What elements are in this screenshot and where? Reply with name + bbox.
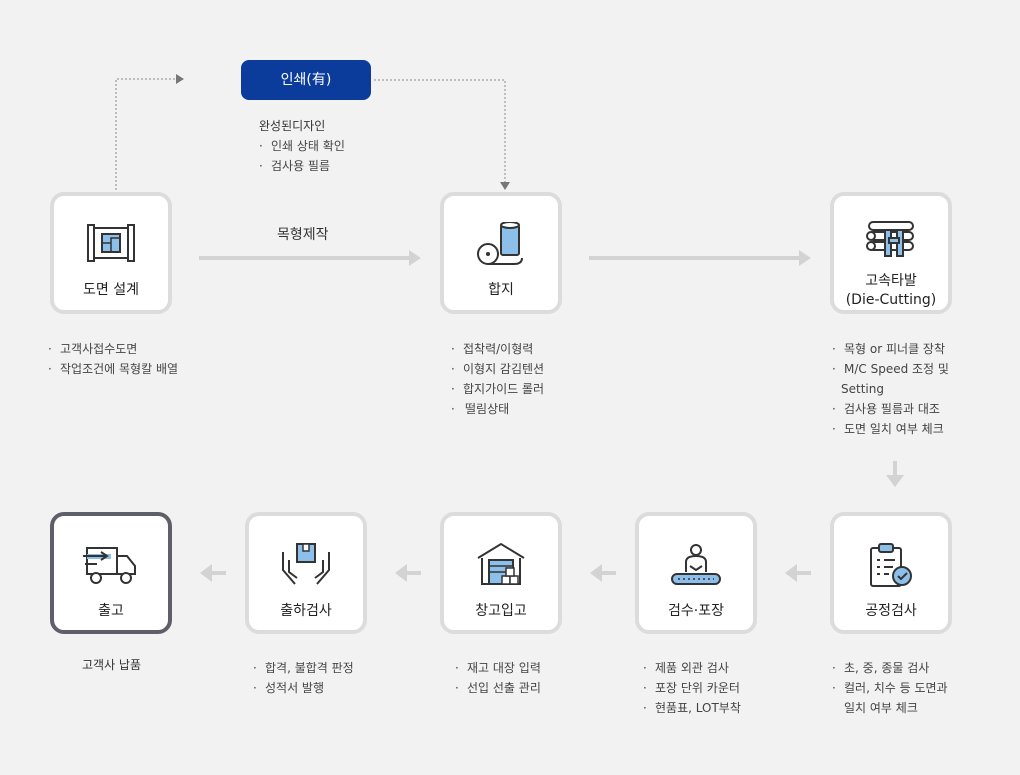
- blueprint-icon: [87, 224, 135, 262]
- hands-box-icon: [282, 543, 330, 585]
- step-die-cutting-label: 고속타발: [865, 273, 917, 289]
- step-die-cutting-sublabel: (Die-Cutting): [845, 292, 937, 308]
- die-cutting-machine-icon: [866, 221, 914, 257]
- step-shipping-inspection-label: 출하검사: [280, 603, 332, 619]
- step-process-inspection: 공정검사: [830, 512, 952, 634]
- list-item: 목형 or 피너클 장착: [832, 339, 949, 359]
- arrow-right-icon: [589, 250, 811, 266]
- list-item-continued-text: Setting: [841, 382, 884, 396]
- paper-roll-icon: [477, 222, 523, 265]
- list-item: 합지가이드 롤러: [451, 379, 544, 399]
- list-item: M/C Speed 조정 및: [832, 359, 949, 379]
- print-notes: 완성된디자인 인쇄 상태 확인 검사용 필름: [259, 116, 345, 176]
- list-item: 선입 선출 관리: [455, 678, 541, 698]
- arrow-down-icon: [886, 461, 904, 487]
- list-item: 작업조건에 목형칼 배열: [48, 359, 178, 379]
- step-lamination-label: 합지: [488, 282, 514, 298]
- arrow-left-icon: [395, 564, 421, 582]
- list-item-continued: Setting: [832, 379, 949, 399]
- lamination-notes: 접착력/이형력 이형지 감김텐션 합지가이드 롤러 떨림상태: [451, 339, 544, 419]
- list-item-continued: 떨림상태: [465, 402, 510, 416]
- step-warehousing-label: 창고입고: [475, 603, 527, 619]
- list-item: 고객사접수도면: [48, 339, 178, 359]
- arrow-left-icon: [590, 564, 616, 582]
- step-inspection-packing-label: 검수·포장: [668, 603, 724, 619]
- warehousing-notes: 재고 대장 입력 선입 선출 관리: [455, 658, 541, 698]
- list-item: 현품표, LOT부착: [643, 698, 741, 718]
- worker-conveyor-icon: [671, 544, 721, 585]
- step-shipping: 출고: [50, 512, 172, 634]
- list-item: 컬러, 치수 등 도면과: [832, 678, 948, 698]
- clipboard-check-icon: [870, 543, 912, 587]
- arrow-left-icon: [785, 564, 811, 582]
- step-inspection-packing: 검수·포장: [635, 512, 757, 634]
- step-design-label: 도면 설계: [83, 282, 139, 298]
- shipping-note: 고객사 납품: [82, 658, 142, 672]
- arrow-right-icon: [199, 250, 421, 266]
- inspection-packing-notes: 제품 외관 검사 포장 단위 카운터 현품표, LOT부착: [643, 658, 741, 718]
- process-inspection-notes: 초, 중, 종물 검사 컬러, 치수 등 도면과 일치 여부 체크: [832, 658, 948, 718]
- step-warehousing: 창고입고: [440, 512, 562, 634]
- print-badge: 인쇄(有): [241, 60, 371, 100]
- step-lamination: 합지: [440, 192, 562, 314]
- step-die-cutting: 고속타발 (Die-Cutting): [830, 192, 952, 314]
- design-notes: 고객사접수도면 작업조건에 목형칼 배열: [48, 339, 178, 379]
- step-process-inspection-label: 공정검사: [865, 603, 917, 619]
- list-item-continued-text: 일치 여부 체크: [844, 701, 918, 715]
- list-item: 도면 일치 여부 체크: [832, 419, 949, 439]
- list-item: 재고 대장 입력: [455, 658, 541, 678]
- shipping-inspection-notes: 합격, 불합격 판정 성적서 발행: [253, 658, 354, 698]
- list-item: 인쇄 상태 확인: [259, 136, 345, 156]
- warehouse-icon: [477, 542, 525, 585]
- list-item: 합격, 불합격 판정: [253, 658, 354, 678]
- list-item: 검사용 필름과 대조: [832, 399, 949, 419]
- step-shipping-label: 출고: [98, 603, 124, 619]
- print-notes-title: 완성된디자인: [259, 119, 326, 133]
- list-item: 초, 중, 종물 검사: [832, 658, 948, 678]
- arrow-left-icon: [200, 564, 226, 582]
- list-item-continued: 일치 여부 체크: [832, 698, 948, 718]
- mold-label: 목형제작: [277, 227, 329, 243]
- step-shipping-inspection: 출하검사: [245, 512, 367, 634]
- delivery-truck-icon: [83, 547, 136, 584]
- list-item: 포장 단위 카운터: [643, 678, 741, 698]
- list-item: 제품 외관 검사: [643, 658, 741, 678]
- list-item: 떨림상태: [451, 399, 544, 419]
- step-design: 도면 설계: [50, 192, 172, 314]
- list-item: 이형지 감김텐션: [451, 359, 544, 379]
- list-item: 성적서 발행: [253, 678, 354, 698]
- die-cutting-notes: 목형 or 피너클 장착 M/C Speed 조정 및 Setting 검사용 …: [832, 339, 949, 439]
- list-item: 검사용 필름: [259, 156, 345, 176]
- list-item: 접착력/이형력: [451, 339, 544, 359]
